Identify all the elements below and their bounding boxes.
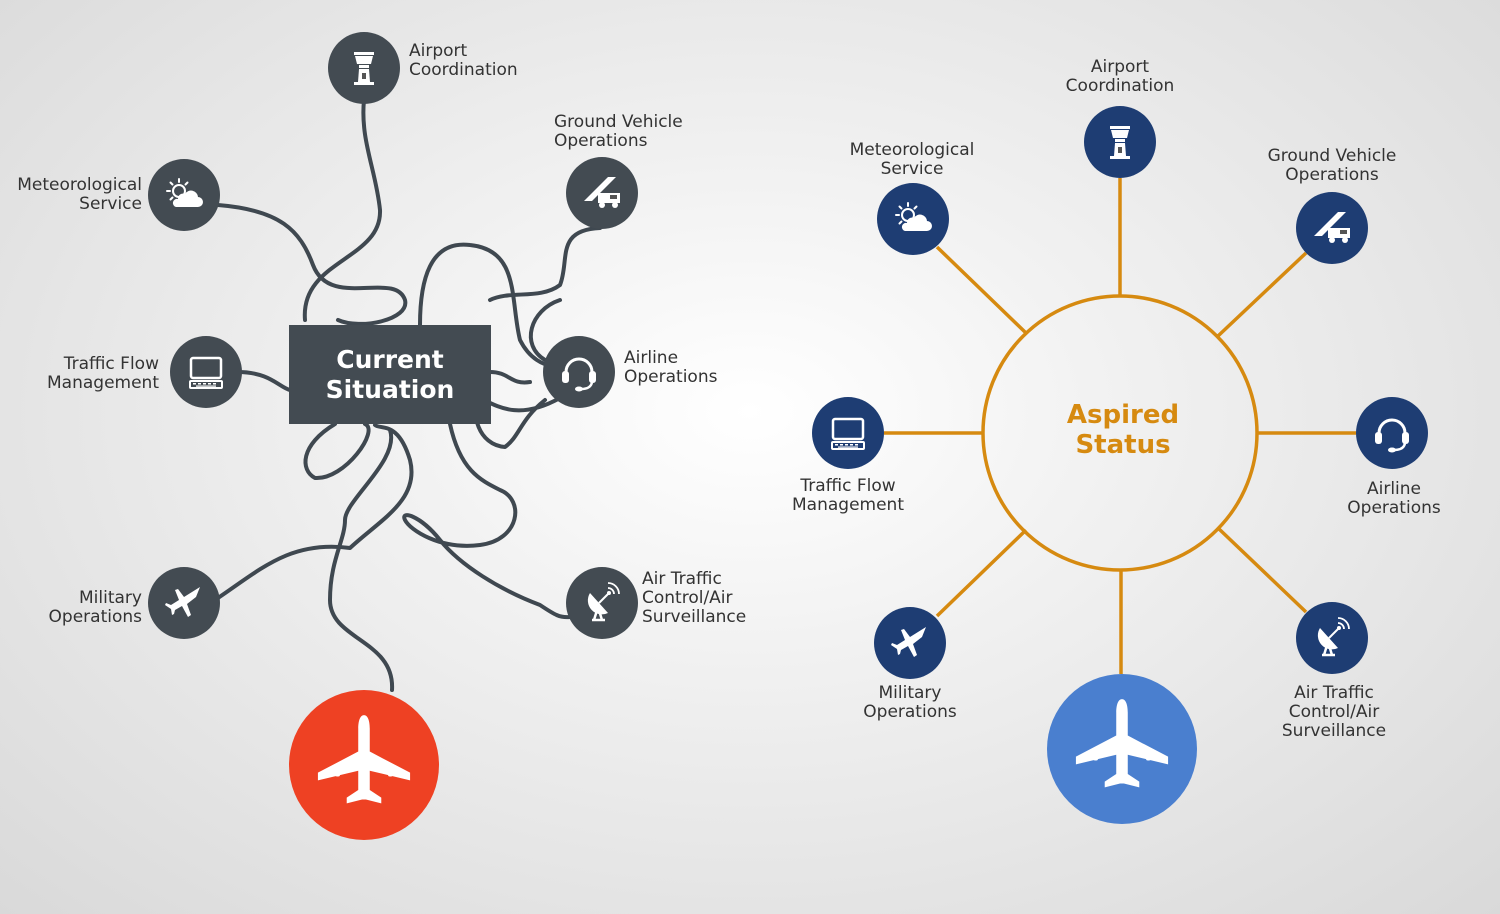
aspired-status-title: Aspired Status (1066, 400, 1180, 460)
current-node-meteo[interactable] (148, 159, 220, 231)
aspired-label-atc: Air Traffic Control/Air Surveillance (1281, 683, 1387, 741)
aspired-node-ground[interactable] (1296, 192, 1368, 264)
aspired-node-military[interactable] (874, 607, 946, 679)
aspired-label-airport: Airport Coordination (1065, 57, 1175, 96)
current-situation-box: Current Situation (289, 325, 491, 424)
current-label-traffic: Traffic Flow Management (47, 354, 159, 393)
current-node-ground[interactable] (566, 157, 638, 229)
current-node-military[interactable] (148, 567, 220, 639)
aspired-node-meteo[interactable] (877, 183, 949, 255)
aspired-label-traffic: Traffic Flow Management (792, 476, 904, 515)
current-plane-node[interactable] (289, 690, 439, 840)
current-node-airline[interactable] (543, 336, 615, 408)
current-node-airport[interactable] (328, 32, 400, 104)
current-node-traffic[interactable] (170, 336, 242, 408)
aspired-label-meteo: Meteorological Service (849, 140, 975, 179)
current-label-meteo: Meteorological Service (17, 175, 142, 214)
aspired-status-group (812, 106, 1428, 824)
aspired-node-traffic-circle (812, 397, 884, 469)
current-node-traffic-circle (170, 336, 242, 408)
aspired-node-airline-circle (1356, 397, 1428, 469)
aspired-node-atc-circle (1296, 602, 1368, 674)
current-node-atc-circle (566, 567, 638, 639)
aspired-node-airline[interactable] (1356, 397, 1428, 469)
aspired-label-military: Military Operations (863, 683, 957, 722)
aspired-label-airline: Airline Operations (1347, 479, 1441, 518)
current-label-military: Military Operations (48, 588, 142, 627)
current-label-airline: Airline Operations (624, 348, 718, 387)
aspired-node-airport[interactable] (1084, 106, 1156, 178)
aspired-node-atc[interactable] (1296, 602, 1368, 674)
current-label-atc: Air Traffic Control/Air Surveillance (642, 569, 747, 627)
aspired-label-ground: Ground Vehicle Operations (1267, 146, 1397, 185)
aspired-connector-lines (884, 178, 1356, 674)
aspired-plane-node[interactable] (1047, 674, 1197, 824)
current-situation-title: Current Situation (325, 344, 455, 404)
current-label-airport: Airport Coordination (409, 41, 518, 80)
aspired-node-traffic[interactable] (812, 397, 884, 469)
tangled-connector-lines (213, 98, 602, 692)
current-label-ground: Ground Vehicle Operations (554, 112, 683, 151)
current-node-atc[interactable] (566, 567, 638, 639)
current-node-airline-circle (543, 336, 615, 408)
current-situation-group (148, 32, 638, 840)
